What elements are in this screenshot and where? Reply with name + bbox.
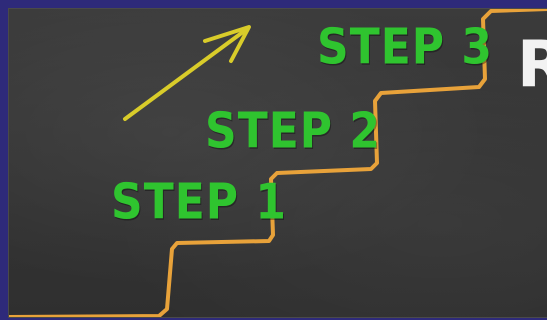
headline-text: R	[517, 33, 547, 97]
step-1-label: STEP 1	[111, 178, 287, 227]
step-2-label: STEP 2	[205, 107, 381, 156]
step-3-label: STEP 3	[317, 23, 493, 72]
chalkboard: STEP 1 STEP 2 STEP 3 R	[8, 8, 547, 318]
